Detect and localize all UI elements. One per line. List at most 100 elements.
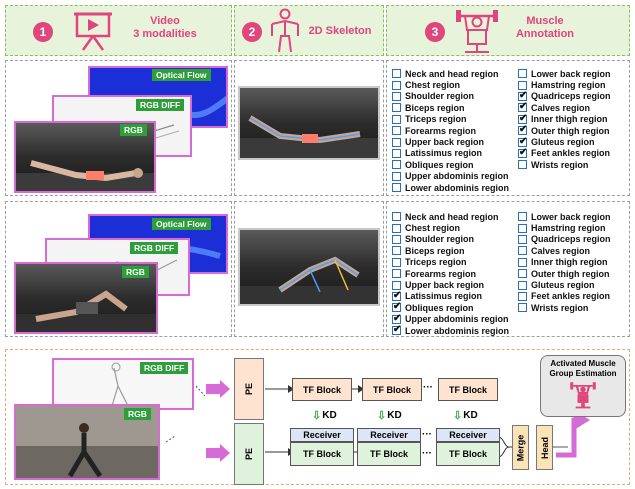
example2-skeleton-frame	[238, 228, 380, 306]
muscle-region-label: Calves region	[531, 102, 591, 113]
kd-text-2: KD	[387, 410, 402, 421]
muscle-region-label: Biceps region	[405, 245, 465, 256]
muscle-region-item: Shoulder region	[392, 234, 509, 245]
unchecked-checkbox	[518, 303, 527, 313]
muscle-region-label: Quadriceps region	[531, 91, 611, 102]
muscle-region-item: Triceps region	[392, 257, 509, 268]
kd-label-1: ⇩KD	[312, 409, 337, 422]
ellipsis-bottom: ···	[422, 448, 432, 459]
unchecked-checkbox	[518, 246, 527, 256]
checked-checkbox	[518, 126, 527, 136]
muscle-region-item: Hamstring region	[518, 222, 611, 233]
merge-label: Merge	[515, 434, 526, 461]
muscle-region-item: Wrists region	[518, 159, 611, 170]
head-label: Head	[539, 436, 550, 459]
step1-number: 1	[33, 22, 53, 42]
output-weightlifter-icon	[570, 382, 596, 409]
unchecked-checkbox	[392, 212, 401, 222]
muscle-region-label: Outer thigh region	[531, 268, 610, 279]
tf-block-top-1: TF Block	[292, 378, 352, 401]
muscle-region-label: Gluteus region	[531, 137, 595, 148]
muscle-region-label: Neck and head region	[405, 211, 499, 222]
muscle-region-item: Calves region	[518, 245, 611, 256]
pe-top-label: PE	[243, 382, 254, 396]
ellipsis-receiver: ···	[422, 429, 432, 440]
arch-rgb-frame	[14, 404, 160, 480]
kd-arrow-icon: ⇩	[377, 410, 387, 422]
unchecked-checkbox	[518, 280, 527, 290]
step2-number: 2	[242, 22, 262, 42]
kd-text-1: KD	[322, 410, 337, 421]
muscle-region-item: Obliques region	[392, 159, 509, 170]
unchecked-checkbox	[518, 269, 527, 279]
muscle-region-item: Lower abdominis region	[392, 182, 509, 193]
muscle-region-item: Forearms region	[392, 125, 509, 136]
merge-block: Merge	[512, 425, 529, 470]
unchecked-checkbox	[392, 126, 401, 136]
pe-bottom-label: PE	[243, 447, 254, 461]
muscle-region-label: Hamstring region	[531, 223, 606, 234]
muscle-region-item: Calves region	[518, 102, 611, 113]
muscle-region-item: Outer thigh region	[518, 125, 611, 136]
muscle-region-item: Chest region	[392, 79, 509, 90]
muscle-region-label: Gluteus region	[531, 280, 595, 291]
checked-checkbox	[392, 303, 401, 313]
muscle-region-label: Forearms region	[405, 125, 477, 136]
muscle-region-label: Shoulder region	[405, 91, 475, 102]
unchecked-checkbox	[518, 257, 527, 267]
unchecked-checkbox	[392, 148, 401, 158]
muscle-region-item: Chest region	[392, 222, 509, 233]
step1-title-line2: 3 modalities	[133, 28, 197, 40]
step1-title-line1: Video	[150, 15, 180, 27]
muscle-region-label: Calves region	[531, 245, 591, 256]
unchecked-checkbox	[518, 69, 527, 79]
receiver-3: Receiver	[436, 428, 500, 442]
step3-title: Muscle Annotation	[505, 15, 585, 41]
muscle-region-item: Biceps region	[392, 102, 509, 113]
unchecked-checkbox	[392, 183, 401, 193]
rgb-image	[16, 160, 154, 191]
architecture-panel	[5, 349, 630, 485]
example2-rgb-tag: RGB	[122, 266, 149, 278]
example2-skeleton-panel	[234, 201, 384, 337]
step2-title: 2D Skeleton	[308, 25, 372, 37]
unchecked-checkbox	[518, 160, 527, 170]
unchecked-checkbox	[392, 246, 401, 256]
muscle-region-label: Inner thigh region	[531, 257, 608, 268]
kd-arrow-icon: ⇩	[312, 410, 322, 422]
skeleton-icon	[271, 8, 299, 53]
kd-text-3: KD	[463, 410, 478, 421]
example1-skeleton-panel	[234, 60, 384, 196]
muscle-region-label: Feet ankles region	[531, 291, 611, 302]
muscle-region-item: Neck and head region	[392, 211, 509, 222]
unchecked-checkbox	[392, 91, 401, 101]
step1-title: Video 3 modalities	[115, 15, 215, 41]
example2-optical-flow-tag: Optical Flow	[152, 218, 211, 230]
unchecked-checkbox	[392, 137, 401, 147]
skeleton-image-2	[240, 256, 378, 304]
arch-rgb-image	[16, 406, 158, 478]
example1-modalities-panel	[5, 60, 232, 196]
muscle-region-item: Neck and head region	[392, 68, 509, 79]
muscle-region-label: Lower abdominis region	[405, 325, 510, 336]
muscle-region-label: Neck and head region	[405, 68, 499, 79]
muscle-region-label: Forearms region	[405, 268, 477, 279]
muscle-region-label: Inner thigh region	[531, 114, 608, 125]
kd-arrow-icon: ⇩	[453, 410, 463, 422]
muscle-region-label: Obliques region	[405, 159, 474, 170]
example1-optical-flow-tag: Optical Flow	[152, 69, 211, 81]
muscle-region-label: Lower back region	[531, 211, 611, 222]
muscle-region-label: Upper abdominis region	[405, 171, 509, 182]
pe-block-top: PE	[234, 358, 264, 420]
tf-block-top-2: TF Block	[362, 378, 422, 401]
muscle-region-label: Outer thigh region	[531, 125, 610, 136]
step3-title-line2: Annotation	[515, 28, 575, 40]
muscle-region-item: Lower back region	[518, 211, 611, 222]
muscle-region-label: Quadriceps region	[531, 234, 611, 245]
muscle-region-label: Upper back region	[405, 137, 485, 148]
